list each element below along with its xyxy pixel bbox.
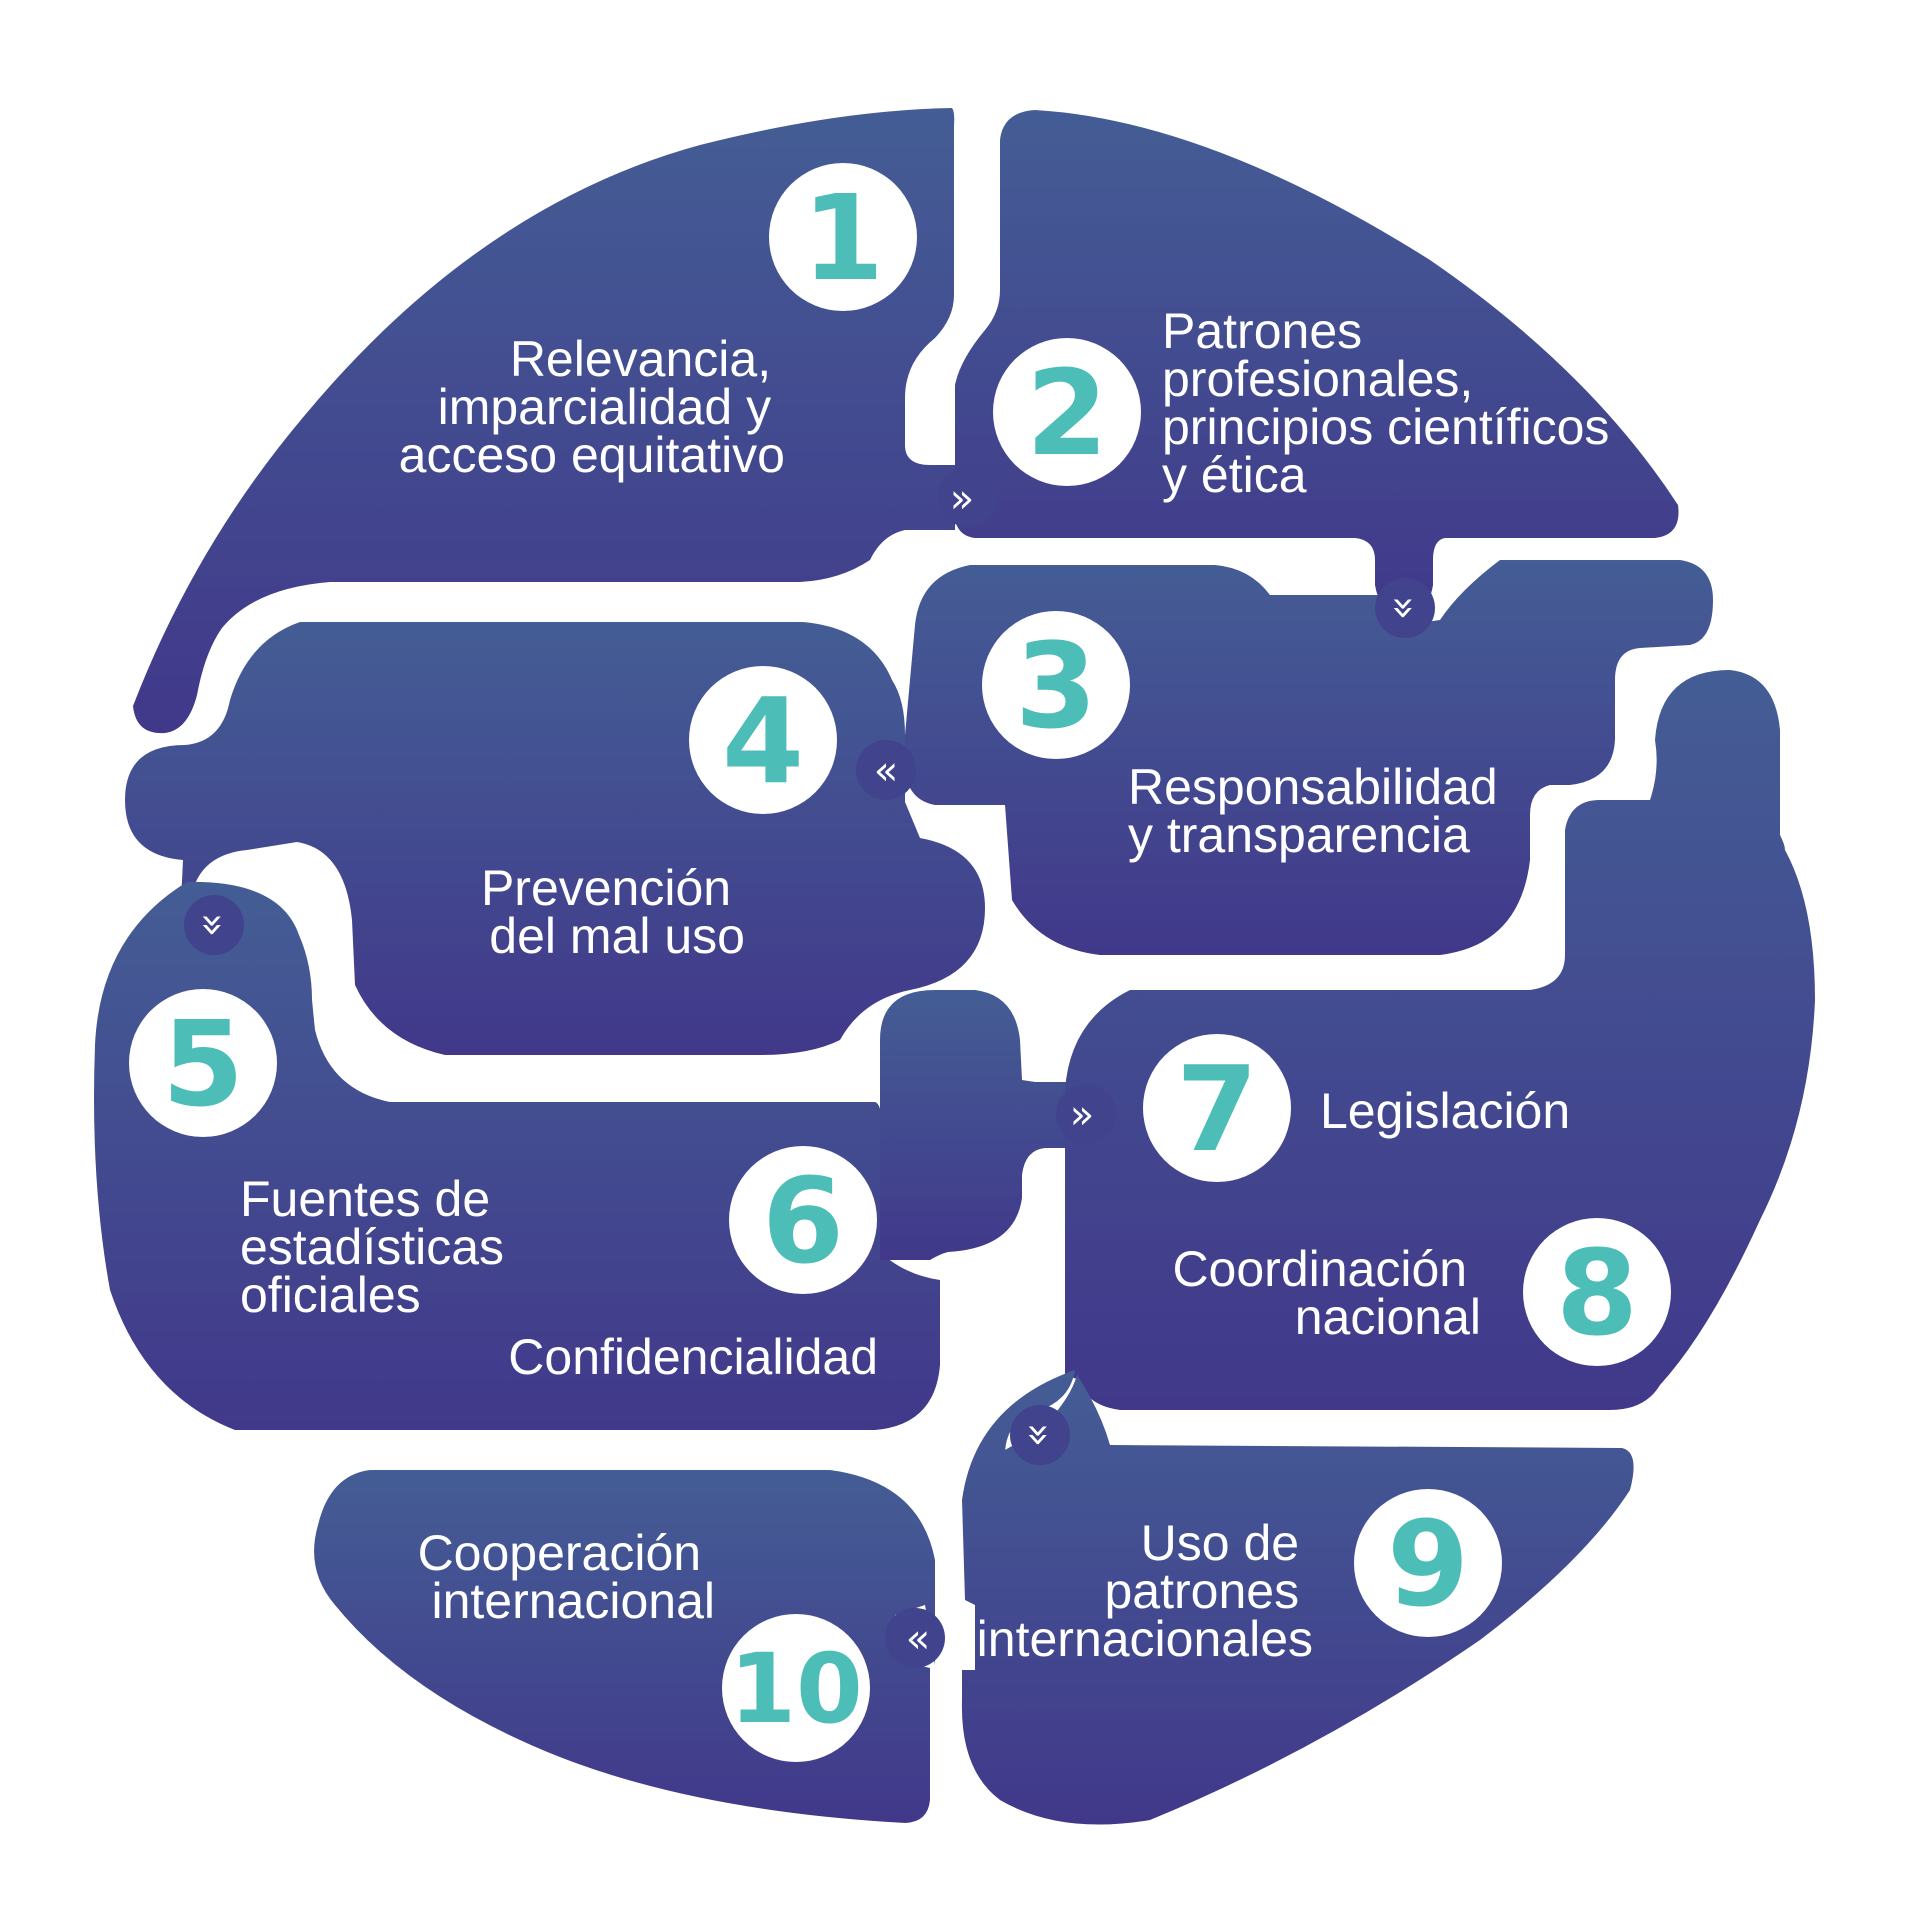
badge-circle [982,611,1130,759]
label-line: y transparencia [1128,807,1470,863]
chevron-down-icon: » [1016,1423,1062,1447]
piece-9 [961,1370,1634,1825]
step-number: 10 [729,1633,863,1745]
badge-circle [689,666,837,814]
badge-circle [1523,1218,1671,1366]
piece-2 [954,110,1679,620]
label-line: Prevención [481,860,731,916]
label-line: imparcialidad y [438,379,771,435]
label-line: Cooperación [418,1525,702,1581]
step-label-1: Relevancia, imparcialidad y acceso equit… [399,331,785,483]
connector-nub [938,467,998,527]
step-badge-7: 7 [1143,1034,1291,1182]
step-label-2: Patrones profesionales, principios cient… [1162,303,1623,503]
step-badge-10: 10 [722,1614,870,1762]
step-badge-3: 3 [982,611,1130,759]
label-line: del mal uso [489,908,745,964]
chevron-down-icon: » [1381,596,1427,620]
connector-1-2: » [938,467,998,527]
step-label-6: Confidencialidad [508,1329,878,1385]
chevron-right-icon: » [1070,1092,1094,1138]
connector-2-3: » [1375,578,1435,638]
step-label-3: Responsabilidad y transparencia [1128,759,1512,863]
connector-4-5: » [184,895,244,955]
step-number: 2 [1026,344,1108,482]
label-line: Uso de [1141,1515,1299,1571]
badge-circle [722,1614,870,1762]
step-badge-1: 1 [769,163,917,311]
label-line: Confidencialidad [508,1329,878,1385]
piece-6 [880,990,1115,1260]
connector-nub [885,1608,945,1668]
step-number: 5 [162,995,244,1133]
label-line: Legislación [1320,1083,1570,1139]
label-line: principios científicos [1162,399,1609,455]
chevron-down-icon: » [190,913,236,937]
step-badge-2: 2 [993,338,1141,486]
label-line: oficiales [240,1267,421,1323]
step-label-10: Cooperación internacional [418,1525,715,1629]
chevron-left-icon: « [874,748,898,794]
connector-nub [856,740,916,800]
step-label-4: Prevención del mal uso [481,860,745,964]
connector-9-10: « [885,1608,945,1668]
badge-circle [993,338,1141,486]
label-line: y ética [1162,447,1307,503]
step-badge-6: 6 [729,1146,877,1294]
badge-circle [1354,1489,1502,1637]
step-number: 8 [1556,1224,1638,1362]
label-line: Coordinación [1172,1241,1467,1297]
piece-5 [94,881,940,1430]
label-line: acceso equitativo [399,427,785,483]
step-number: 3 [1015,617,1097,755]
step-label-7: Legislación [1320,1083,1570,1139]
chevron-left-icon: « [906,1616,930,1662]
chevron-right-icon: » [950,476,974,522]
step-badge-5: 5 [129,989,277,1137]
step-number: 6 [762,1152,844,1290]
connector-nub [1375,578,1435,638]
connector-nub [184,895,244,955]
piece-1 [133,108,955,734]
step-label-9: Uso de patrones internacionales [977,1515,1313,1667]
connector-3-4: « [856,740,916,800]
label-line: profesionales, [1162,351,1473,407]
connector-nub [1056,1084,1116,1144]
step-label-5: Fuentes de estadísticas oficiales [240,1171,518,1323]
badge-circle [1143,1034,1291,1182]
step-badge-8: 8 [1523,1218,1671,1366]
step-number: 1 [802,169,884,307]
step-label-8: Coordinación nacional [1172,1241,1481,1345]
connector-8-9: » [1010,1405,1070,1465]
label-line: Relevancia, [510,331,771,387]
label-line: nacional [1295,1289,1481,1345]
badge-circle [129,989,277,1137]
step-number: 4 [722,672,804,810]
label-line: internacionales [977,1611,1313,1667]
label-line: internacional [431,1573,715,1629]
step-number: 9 [1387,1495,1469,1633]
label-line: patrones [1105,1563,1300,1619]
badge-circle [729,1146,877,1294]
badge-circle [769,163,917,311]
connector-nub [1010,1405,1070,1465]
step-number: 7 [1176,1040,1258,1178]
connector-6-7: » [1056,1084,1116,1144]
step-badge-4: 4 [689,666,837,814]
label-line: estadísticas [240,1219,504,1275]
step-badge-9: 9 [1354,1489,1502,1637]
label-line: Patrones [1162,303,1362,359]
label-line: Responsabilidad [1128,759,1498,815]
label-line: Fuentes de [240,1171,490,1227]
